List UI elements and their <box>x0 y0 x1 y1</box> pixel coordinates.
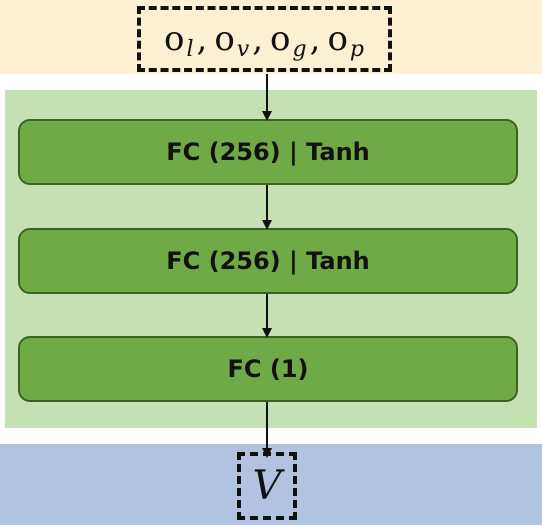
obs-item-l: ol <box>163 19 195 62</box>
obs-item-g: og <box>270 19 308 62</box>
obs-item-p: op <box>327 19 366 62</box>
obs-separator: , <box>309 19 322 59</box>
value-output-box: V <box>237 452 297 520</box>
obs-item-v: ov <box>214 19 251 62</box>
obs-separator: , <box>252 19 265 59</box>
fc-layer-1: FC (256) | Tanh <box>18 119 518 185</box>
fc-output-layer: FC (1) <box>18 336 518 402</box>
obs-separator: , <box>196 19 209 59</box>
observation-input-box: ol,ov,og,op <box>137 6 392 72</box>
fc-layer-2: FC (256) | Tanh <box>18 228 518 294</box>
input-band <box>0 0 542 74</box>
